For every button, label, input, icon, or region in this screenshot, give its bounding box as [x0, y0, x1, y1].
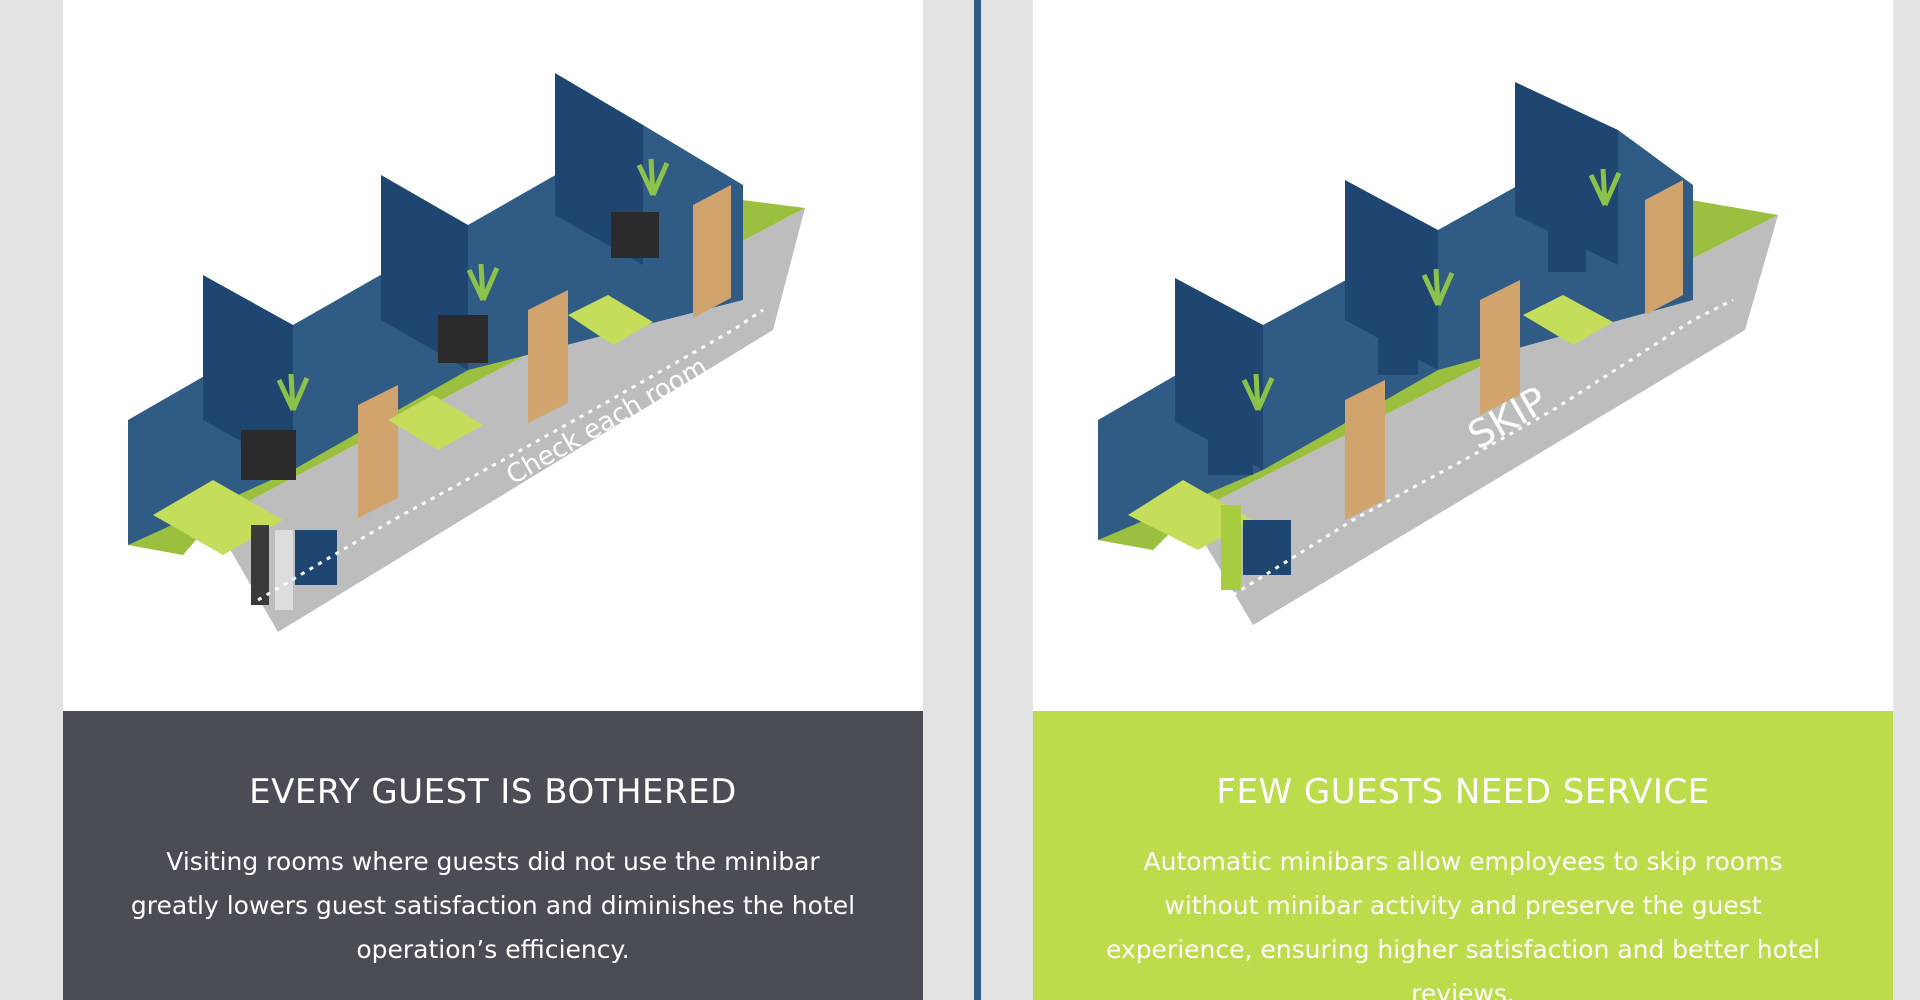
caption-panel: FEW GUESTS NEED SERVICE Automatic miniba…	[1033, 711, 1893, 1000]
bed-icon	[1523, 295, 1613, 345]
panel-description: Visiting rooms where guests did not use …	[130, 847, 856, 964]
room-partition	[1515, 82, 1618, 265]
corridor-floor	[1188, 215, 1778, 625]
plant-icon	[276, 373, 310, 412]
bed-icon	[388, 395, 483, 450]
service-cart-icon	[295, 530, 337, 585]
room-partition	[203, 275, 293, 470]
hotel-rooms-skip-illustration: SKIP	[1098, 82, 1778, 625]
center-divider	[974, 0, 981, 1000]
path-dotted-line	[1232, 298, 1734, 597]
panel-description: Automatic minibars allow employees to sk…	[1105, 847, 1821, 1000]
door-icon	[528, 290, 568, 423]
nightstand-icon	[241, 430, 296, 480]
minibar-icon	[1208, 430, 1253, 475]
bed-icon	[568, 295, 653, 345]
plant-icon	[1241, 373, 1275, 412]
path-dotted-line	[257, 308, 764, 602]
plant-icon	[1421, 268, 1455, 307]
minibar-icon	[1378, 330, 1418, 375]
plant-icon	[466, 263, 500, 302]
card-few-guests-need-service: SKIP FEW GUESTS NEED SERVICE Automatic m…	[1033, 0, 1893, 1000]
nightstand-icon	[611, 212, 659, 258]
door-icon	[1645, 180, 1683, 315]
service-cart-icon	[1243, 520, 1291, 575]
plant-icon	[1588, 168, 1622, 207]
door-icon	[1345, 380, 1385, 520]
bed-icon	[153, 480, 283, 555]
door-icon	[693, 185, 731, 318]
hotel-rooms-check-each-illustration: Check each room	[128, 73, 805, 632]
nightstand-icon	[438, 315, 488, 363]
staff-person-icon	[1221, 505, 1241, 590]
room-partition	[1345, 180, 1438, 370]
staff-person-icon	[275, 530, 293, 610]
door-icon	[1480, 280, 1520, 415]
plant-icon	[636, 158, 670, 197]
panel-title: FEW GUESTS NEED SERVICE	[1216, 772, 1710, 812]
staff-person-icon	[251, 525, 269, 605]
minibar-icon	[1548, 230, 1586, 272]
caption-panel: EVERY GUEST IS BOTHERED Visiting rooms w…	[63, 711, 923, 1000]
door-icon	[358, 385, 398, 518]
card-every-guest-bothered: Check each room EVERY GUEST IS BOTHERED …	[63, 0, 923, 1000]
panel-title: EVERY GUEST IS BOTHERED	[249, 772, 737, 812]
room-partition	[1175, 278, 1263, 470]
